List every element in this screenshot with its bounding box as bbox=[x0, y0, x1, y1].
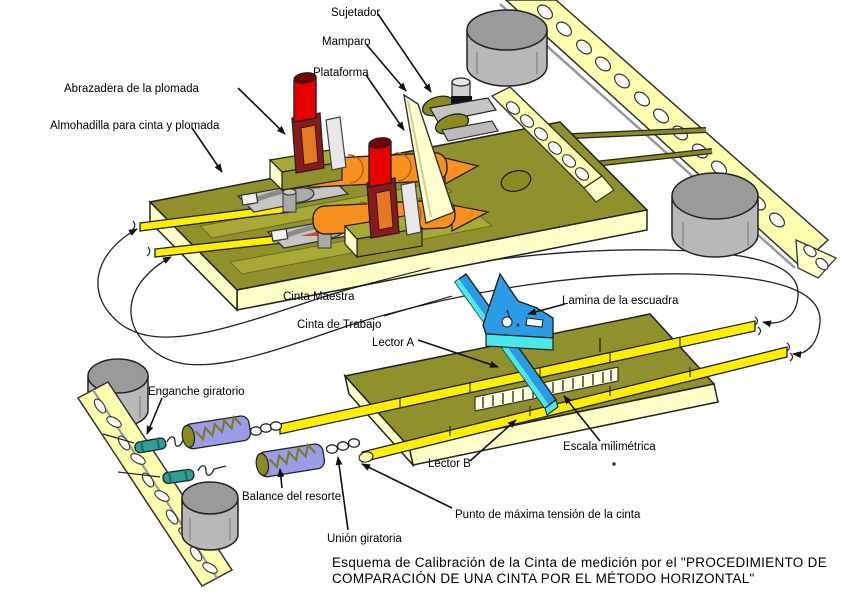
caption: Esquema de Calibración de la Cinta de me… bbox=[332, 555, 827, 586]
plumb-bob-1 bbox=[293, 76, 317, 123]
overhead-rail-assembly bbox=[466, 0, 838, 279]
label-mamparo: Mamparo bbox=[322, 36, 371, 48]
spring-balance-2 bbox=[255, 442, 326, 478]
arrow-escala bbox=[563, 395, 601, 442]
weight-cylinder-right bbox=[671, 172, 759, 258]
plumb-bob-1-top bbox=[293, 72, 317, 84]
pad-lever-tip bbox=[300, 231, 320, 236]
plumb-station-2 bbox=[343, 137, 424, 259]
caption-line-2: COMPARACIÓN DE UNA CINTA POR EL MÉTODO H… bbox=[332, 571, 755, 586]
chain-links-1 bbox=[249, 421, 283, 436]
arrow-almohadilla bbox=[191, 127, 223, 173]
label-lector-a: Lector A bbox=[372, 337, 415, 349]
plumb-bob-2 bbox=[368, 141, 392, 188]
label-lector-b: Lector B bbox=[428, 458, 471, 470]
s-hook-2 bbox=[197, 465, 227, 476]
flange-hole bbox=[803, 244, 817, 258]
escuadra-slot bbox=[525, 317, 544, 328]
label-abrazadera: Abrazadera de la plomada bbox=[64, 83, 199, 95]
plumb-strap-2 bbox=[400, 181, 422, 236]
plumb-station-1 bbox=[268, 72, 347, 192]
leader-arrows bbox=[146, 13, 601, 531]
spring-balance-1 bbox=[181, 414, 252, 450]
sujetador-clamp bbox=[421, 77, 499, 142]
arrow-abrazadera bbox=[237, 87, 286, 135]
tension-assembly bbox=[76, 358, 361, 587]
arrow-union bbox=[335, 456, 349, 531]
label-sujetador: Sujetador bbox=[331, 7, 380, 19]
label-cinta-maestra: Cinta Maestra bbox=[283, 291, 355, 303]
arrow-enganche bbox=[146, 397, 163, 435]
arrow-balance bbox=[277, 468, 285, 489]
plumb-strap-1 bbox=[325, 116, 347, 171]
leader-cinta-maestra bbox=[351, 267, 431, 289]
label-lamina-escuadra: Lamina de la escuadra bbox=[562, 295, 679, 307]
master-tape-bench bbox=[279, 316, 762, 435]
escuadra-body bbox=[482, 272, 554, 339]
label-cinta-trabajo: Cinta de Trabajo bbox=[297, 319, 381, 331]
arrow-punto-tension bbox=[361, 463, 453, 509]
upper-platform-left bbox=[149, 200, 238, 312]
arrow-plataforma bbox=[365, 74, 405, 131]
lower-bench bbox=[279, 272, 794, 468]
mamparo-panel bbox=[403, 93, 455, 224]
tension-row-master bbox=[102, 414, 283, 454]
weight-cylinder-left-lower bbox=[181, 481, 239, 551]
escuadra-hole bbox=[501, 316, 513, 328]
label-plataforma: Plataforma bbox=[313, 67, 369, 79]
arrow-lamina bbox=[527, 303, 566, 316]
swivel-hook-1 bbox=[134, 437, 167, 454]
upper-comparator bbox=[131, 72, 649, 312]
plumb-bob-2-top bbox=[368, 137, 392, 149]
swivel-hook-2 bbox=[162, 468, 195, 485]
label-punto-max-tension: Punto de máxima tensión de la cinta bbox=[455, 509, 641, 521]
labels: Sujetador Mamparo Plataforma Abrazadera … bbox=[50, 7, 679, 545]
escuadra-dot bbox=[516, 323, 520, 327]
leader-cinta-trabajo bbox=[383, 295, 453, 317]
arrow-mamparo bbox=[365, 43, 407, 92]
label-union-giratoria: Unión giratoria bbox=[327, 533, 402, 545]
pad-post-1 bbox=[282, 188, 297, 213]
weight-cylinder-top bbox=[466, 9, 548, 87]
arrow-lector-b bbox=[469, 419, 517, 462]
flange-hole bbox=[815, 257, 829, 271]
arrow-sujetador bbox=[377, 13, 432, 93]
lower-platform-left bbox=[343, 373, 415, 468]
arrow-lector-a bbox=[417, 339, 499, 368]
s-hook-1 bbox=[166, 436, 184, 447]
label-balance-resorte: Balance del resorte bbox=[242, 491, 341, 503]
label-enganche-giratorio: Enganche giratorio bbox=[148, 386, 245, 398]
platform-angle-bracket bbox=[490, 86, 615, 203]
stray-dot bbox=[612, 462, 616, 466]
chain-links-2 bbox=[325, 438, 361, 454]
label-almohadilla: Almohadilla para cinta y plomada bbox=[50, 120, 220, 132]
tension-row-work bbox=[117, 438, 361, 485]
caption-line-1: Esquema de Calibración de la Cinta de me… bbox=[332, 555, 827, 570]
label-escala-milimetrica: Escala milimétrica bbox=[563, 441, 656, 453]
work-tape-bench bbox=[358, 342, 794, 463]
escuadra-body-front bbox=[485, 333, 554, 351]
tape-pulley-disc bbox=[500, 169, 532, 193]
escuadra-blade-tip bbox=[544, 399, 559, 416]
escuadra bbox=[454, 272, 559, 416]
